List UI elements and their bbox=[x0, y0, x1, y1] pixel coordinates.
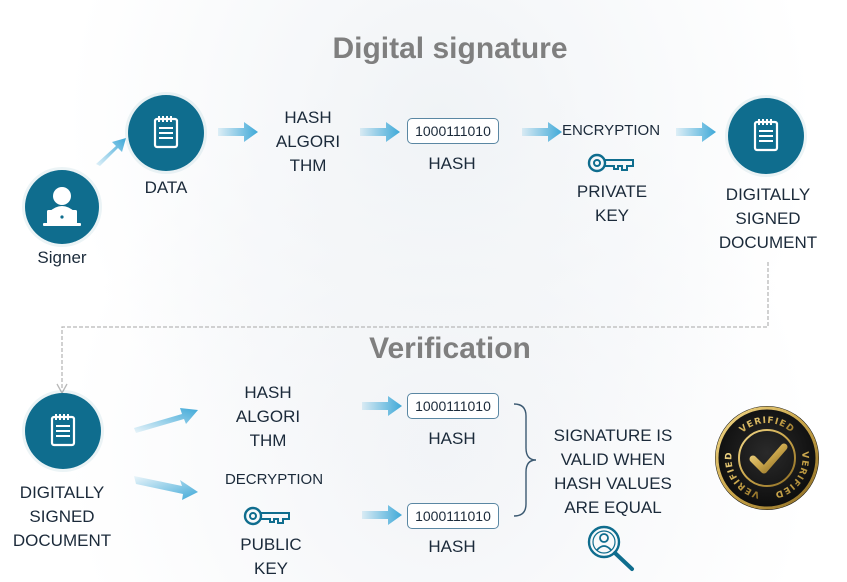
private-key-line-1: PRIVATE bbox=[576, 182, 648, 201]
verify-document-line-1: DIGITALLY bbox=[19, 483, 105, 502]
private-key-line-2: KEY bbox=[594, 206, 630, 225]
verify-hash-algorithm-line-3: THM bbox=[249, 431, 287, 450]
hash-algorithm-line-3: THM bbox=[289, 156, 327, 175]
verify-hash-label-bottom: HASH bbox=[428, 537, 476, 556]
verify-hash-algorithm-label: HASH ALGORI THM bbox=[230, 381, 306, 453]
verify-document-line-3: DOCUMENT bbox=[12, 531, 112, 550]
encryption-label: ENCRYPTION bbox=[561, 122, 661, 139]
verify-hash-value-top: 1000111010 bbox=[407, 393, 499, 419]
verify-hash-algorithm-line-1: HASH bbox=[244, 383, 292, 402]
arrow-encryption-to-signed-document bbox=[676, 122, 716, 142]
private-key-label: PRIVATE KEY bbox=[566, 180, 658, 228]
notepad-icon bbox=[753, 119, 779, 152]
arrow-to-hash-top bbox=[362, 396, 402, 416]
verify-document-label: DIGITALLY SIGNED DOCUMENT bbox=[6, 481, 118, 553]
arrow-data-to-hash-algorithm bbox=[218, 122, 258, 142]
arrow-document-to-hash-algorithm bbox=[134, 408, 198, 433]
verify-document-line-2: SIGNED bbox=[29, 507, 95, 526]
arrow-signer-to-data bbox=[96, 138, 126, 166]
verified-seal-icon: VERIFIED VERIFIED VERIFIED bbox=[712, 403, 822, 518]
verify-hash-value-bottom: 1000111010 bbox=[407, 503, 499, 529]
public-key-line-2: KEY bbox=[253, 559, 289, 578]
notepad-icon bbox=[50, 414, 76, 447]
result-line-2: VALID WHEN bbox=[560, 450, 666, 469]
hash-algorithm-label: HASH ALGORI THM bbox=[270, 106, 346, 178]
verify-document-circle bbox=[25, 393, 101, 469]
verification-title: Verification bbox=[369, 332, 531, 365]
hash-algorithm-line-2: ALGORI bbox=[275, 132, 341, 151]
signed-document-circle bbox=[728, 98, 804, 174]
arrow-hash-to-encryption bbox=[522, 122, 562, 142]
result-label: SIGNATURE IS VALID WHEN HASH VALUES ARE … bbox=[543, 424, 683, 520]
hash-algorithm-line-1: HASH bbox=[284, 108, 332, 127]
verify-hash-label-top: HASH bbox=[428, 429, 476, 448]
arrow-document-to-decryption bbox=[134, 476, 198, 500]
comparison-bracket bbox=[513, 403, 537, 517]
public-key-line-1: PUBLIC bbox=[240, 535, 302, 554]
signer-circle bbox=[25, 170, 99, 244]
person-laptop-icon bbox=[43, 187, 81, 226]
signed-document-line-2: SIGNED bbox=[735, 209, 801, 228]
verify-hash-algorithm-line-2: ALGORI bbox=[235, 407, 301, 426]
result-line-4: ARE EQUAL bbox=[564, 498, 662, 517]
arrow-to-hash-bottom bbox=[362, 505, 402, 525]
signed-document-line-1: DIGITALLY bbox=[725, 185, 811, 204]
hash-value-box: 1000111010 bbox=[407, 118, 499, 144]
arrow-algorithm-to-hash bbox=[360, 122, 400, 142]
result-line-3: HASH VALUES bbox=[554, 474, 672, 493]
data-circle bbox=[128, 95, 204, 171]
data-label: DATA bbox=[144, 178, 188, 197]
signature-title: Digital signature bbox=[332, 32, 568, 65]
signed-document-line-3: DOCUMENT bbox=[718, 233, 818, 252]
notepad-icon bbox=[153, 116, 179, 149]
signer-label: Signer bbox=[37, 248, 87, 267]
key-icon bbox=[243, 503, 293, 534]
public-key-label: PUBLIC KEY bbox=[225, 533, 317, 581]
key-icon bbox=[587, 150, 637, 181]
result-line-1: SIGNATURE IS bbox=[553, 426, 673, 445]
hash-label: HASH bbox=[428, 154, 476, 173]
signed-document-label: DIGITALLY SIGNED DOCUMENT bbox=[712, 183, 824, 255]
decryption-label: DECRYPTION bbox=[224, 471, 324, 488]
magnifier-person-icon bbox=[584, 522, 640, 579]
